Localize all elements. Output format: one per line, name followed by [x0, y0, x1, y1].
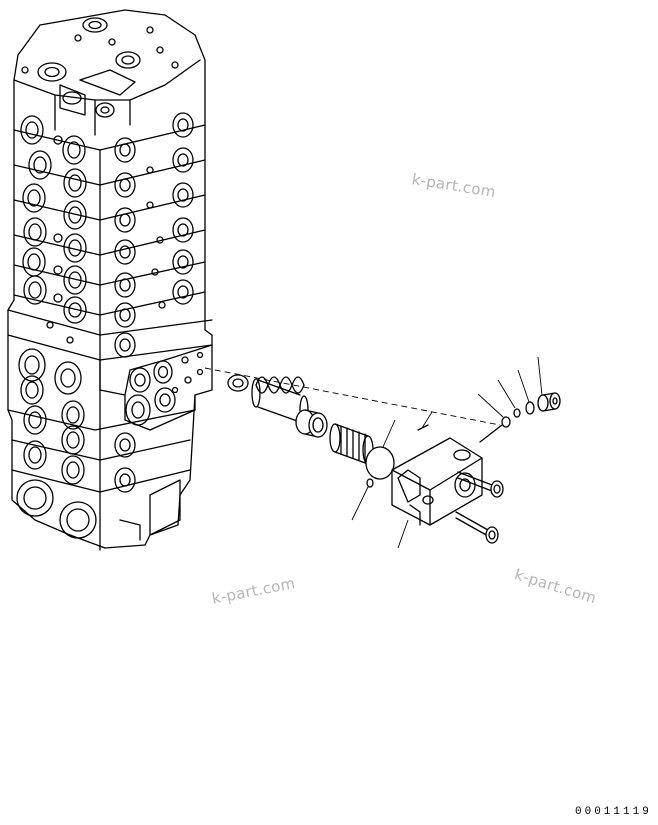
spring-1: [251, 376, 309, 425]
o-ring-tiny: [497, 379, 521, 418]
spring-2: [329, 423, 374, 465]
bolt-1: [457, 471, 504, 498]
spring-seat: [295, 409, 328, 438]
assembly-centerline: [204, 367, 501, 426]
plug: [537, 356, 561, 412]
exploded-parts: [227, 356, 561, 549]
pin: [417, 411, 433, 431]
control-valve-assembly: [7, 9, 213, 551]
o-ring-large: [365, 419, 396, 480]
o-ring-small: [351, 478, 374, 521]
washer: [227, 374, 249, 392]
poppet: [477, 393, 511, 443]
drawing-code: 00011119: [575, 806, 652, 818]
cover-block: [391, 437, 483, 549]
back-up-ring: [517, 369, 535, 415]
bolt-2: [455, 511, 499, 544]
